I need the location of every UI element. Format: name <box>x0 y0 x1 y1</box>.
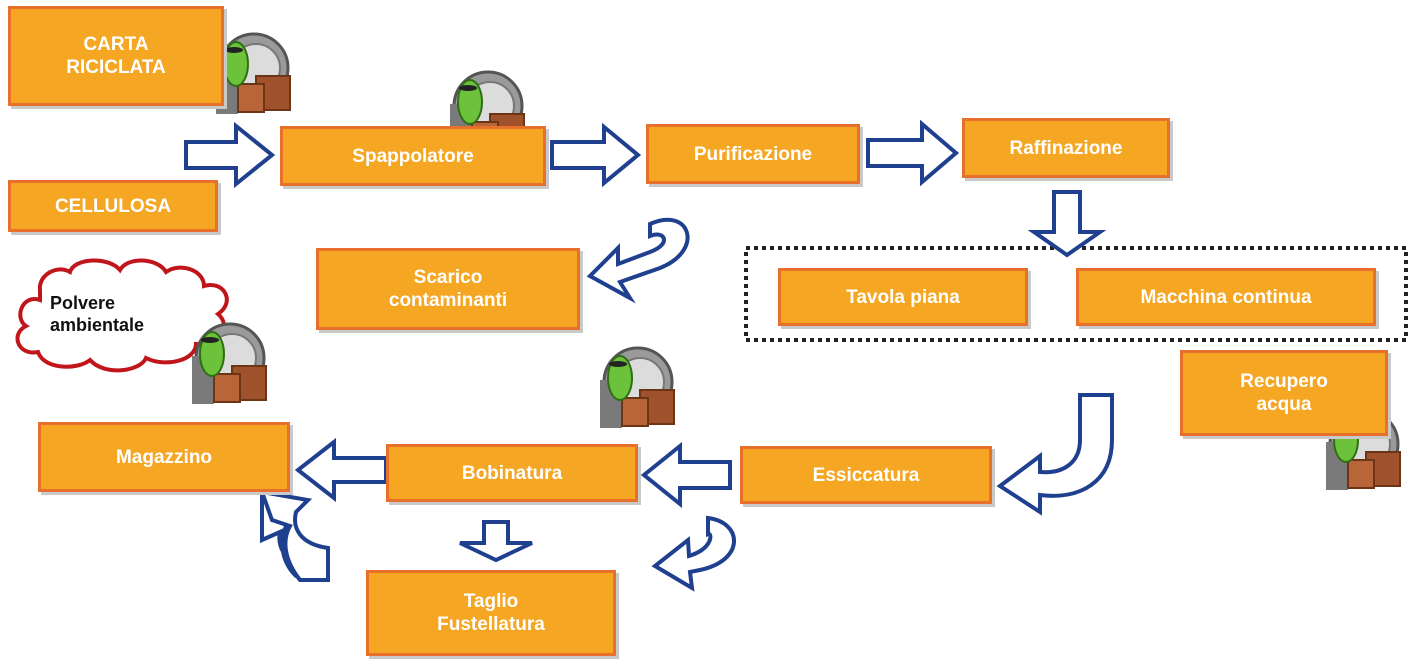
step-macchina-continua: Macchina continua <box>1076 268 1376 326</box>
arrow-bobinatura-to-magazzino <box>294 437 388 503</box>
arrow-essiccatura-to-bobinatura <box>640 441 732 509</box>
arrow-purificazione-to-scarico <box>586 217 690 304</box>
step-essiccatura: Essiccatura <box>740 446 992 504</box>
arrow-taglio-to-magazzino-head <box>258 489 330 582</box>
arrow-spappolatore-to-purificazione <box>550 122 642 188</box>
worker-icon <box>182 316 274 408</box>
arrow-essiccatura-to-taglio <box>651 515 736 592</box>
worker-icon <box>590 340 682 432</box>
step-spappolatore: Spappolatore <box>280 126 546 186</box>
step-scarico-contaminanti: Scarico contaminanti <box>316 248 580 330</box>
arrow-macchina-to-essiccatura <box>996 393 1114 516</box>
step-recupero-acqua: Recupero acqua <box>1180 350 1388 436</box>
step-tavola-piana: Tavola piana <box>778 268 1028 326</box>
cloud-label: Polvere ambientale <box>50 293 145 335</box>
arrow-bobinatura-to-taglio <box>459 520 533 563</box>
input-carta-riciclata: CARTA RICICLATA <box>8 6 224 106</box>
input-cellulosa: CELLULOSA <box>8 180 218 232</box>
step-bobinatura: Bobinatura <box>386 444 638 502</box>
arrow-inputs-to-spappolatore <box>184 121 276 189</box>
step-taglio-fustellatura: Taglio Fustellatura <box>366 570 616 656</box>
step-purificazione: Purificazione <box>646 124 860 184</box>
step-raffinazione: Raffinazione <box>962 118 1170 178</box>
arrow-raffinazione-down <box>1027 190 1107 258</box>
step-magazzino: Magazzino <box>38 422 290 492</box>
arrow-purificazione-to-raffinazione <box>866 119 960 187</box>
